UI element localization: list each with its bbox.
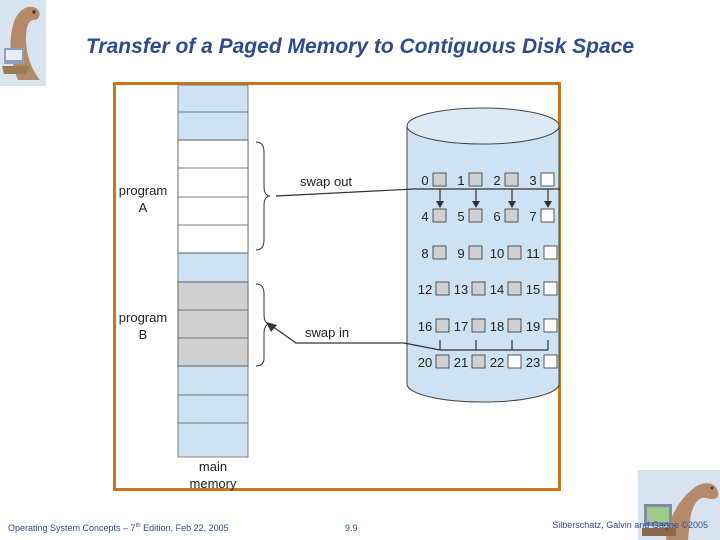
disk-block-box — [432, 245, 447, 260]
disk-block-number: 13 — [454, 282, 468, 297]
disk-block-number: 23 — [526, 355, 540, 370]
disk-block-box — [432, 172, 447, 187]
disk-block-box — [468, 208, 483, 223]
disk-block-box — [507, 318, 522, 333]
disk-block-box — [507, 281, 522, 296]
disk-block-number: 17 — [454, 319, 468, 334]
disk-block-number: 21 — [454, 355, 468, 370]
disk-block-box — [435, 318, 450, 333]
program-a-label: program — [119, 183, 167, 198]
disk-block-number: 11 — [526, 246, 540, 261]
disk-block-box — [468, 172, 483, 187]
dinosaur-computer-logo-icon — [638, 470, 720, 540]
disk-block-box — [504, 172, 519, 187]
disk-block-box — [435, 281, 450, 296]
disk-block-box — [540, 208, 555, 223]
main-memory-label-line2: memory — [190, 476, 237, 491]
swap-out-arrow — [275, 188, 560, 197]
disk-block-number: 22 — [490, 355, 504, 370]
program-a-brace — [255, 141, 271, 251]
disk-block-number: 3 — [529, 173, 536, 188]
footer-course-suffix: Edition, Feb 22, 2005 — [140, 523, 229, 533]
footer-page-number: 9.9 — [345, 523, 358, 533]
disk-block-number: 8 — [421, 246, 428, 261]
disk-block-box — [471, 318, 486, 333]
footer-course-info: Operating System Concepts – 7th Edition,… — [8, 523, 229, 533]
disk-block-number: 6 — [493, 209, 500, 224]
program-b-letter: B — [139, 327, 148, 342]
main-memory-label-line1: main — [199, 459, 227, 474]
disk-block-box — [507, 354, 522, 369]
disk-block-number: 20 — [418, 355, 432, 370]
slide-title: Transfer of a Paged Memory to Contiguous… — [85, 35, 635, 58]
swap-in-arrowhead — [266, 322, 277, 332]
swap-in-label: swap in — [305, 325, 349, 340]
disk-block-box — [540, 172, 555, 187]
disk-block-number: 4 — [421, 209, 428, 224]
disk-block-number: 16 — [418, 319, 432, 334]
disk-block-number: 5 — [457, 209, 464, 224]
footer-authors: Silberschatz, Galvin and Gagne ©2005 — [552, 520, 708, 530]
disk-block-box — [543, 281, 558, 296]
disk-block-number: 9 — [457, 246, 464, 261]
disk-block-box — [543, 245, 558, 260]
disk-block-box — [471, 354, 486, 369]
disk-block-number: 0 — [421, 173, 428, 188]
disk-block-box — [432, 208, 447, 223]
dinosaur-logo-icon — [0, 0, 46, 86]
disk-block-number: 18 — [490, 319, 504, 334]
disk-block-number: 19 — [526, 319, 540, 334]
disk-block-box — [507, 245, 522, 260]
disk-block-number: 15 — [526, 282, 540, 297]
disk-block-box — [435, 354, 450, 369]
disk-block-box — [504, 208, 519, 223]
disk-block-number: 12 — [418, 282, 432, 297]
program-b-label: program — [119, 310, 167, 325]
disk-block-number: 2 — [493, 173, 500, 188]
disk-block-number: 7 — [529, 209, 536, 224]
footer-course-prefix: Operating System Concepts – 7 — [8, 523, 136, 533]
swap-out-label: swap out — [300, 174, 352, 189]
disk-block-number: 1 — [457, 173, 464, 188]
disk-block-box — [543, 318, 558, 333]
disk-block-number: 14 — [490, 282, 504, 297]
program-a-letter: A — [139, 200, 148, 215]
main-memory-column — [177, 84, 249, 458]
disk-block-box — [471, 281, 486, 296]
disk-cylinder — [406, 107, 560, 403]
footer-course-sup: th — [135, 523, 141, 529]
disk-block-box — [543, 354, 558, 369]
disk-block-number: 10 — [490, 246, 504, 261]
disk-block-box — [468, 245, 483, 260]
